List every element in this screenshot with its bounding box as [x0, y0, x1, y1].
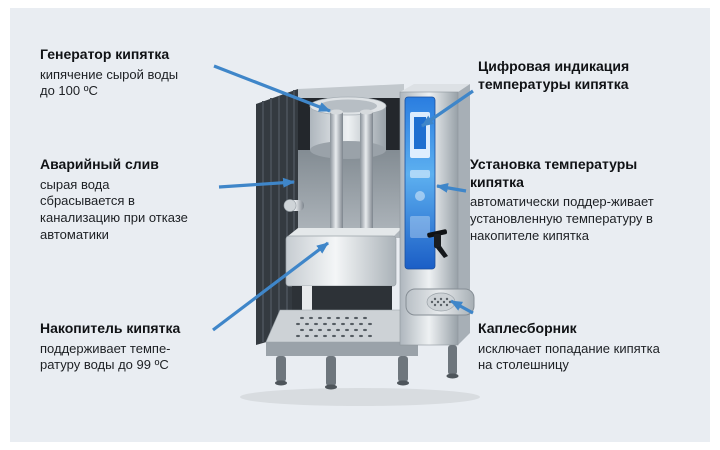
arrow-drip-tray — [450, 299, 474, 315]
annotation-generator-body: кипячение сырой воды до 100 ºС — [40, 66, 179, 99]
annotation-generator: Генератор кипятка кипячение сырой воды д… — [40, 46, 230, 100]
arrow-accumulator — [212, 241, 329, 332]
annotation-temp-setting-body: автоматически поддер-живает установленну… — [470, 194, 654, 243]
tap — [427, 229, 448, 258]
base — [265, 309, 419, 356]
panel-badge — [410, 216, 430, 238]
annotation-display: Цифровая индикация температуры кипятка — [478, 58, 688, 93]
annotation-drip-tray: Каплесборник исключает попадание кипятка… — [478, 320, 688, 374]
drip-tray — [405, 288, 475, 316]
arrow-temp-setting — [436, 182, 467, 193]
annotation-temp-setting: Установка температуры кипятка автоматиче… — [470, 156, 680, 245]
annotation-drain: Аварийный слив сырая вода сбрасывается в… — [40, 156, 230, 244]
boiler-machine — [256, 84, 475, 390]
arrow-generator — [213, 64, 331, 113]
annotation-accumulator-body: поддерживает темпе- ратуру воды до 99 ºС — [40, 340, 171, 373]
arrow-display — [421, 89, 474, 128]
perforations — [296, 316, 372, 338]
legs — [275, 356, 409, 390]
callout-arrows — [212, 64, 474, 332]
pipes — [283, 109, 373, 234]
arrow-drain — [218, 177, 295, 189]
annotation-display-title: Цифровая индикация температуры кипятка — [478, 58, 630, 92]
annotation-accumulator: Накопитель кипятка поддерживает темпе- р… — [40, 320, 230, 374]
panel-label — [410, 170, 430, 178]
accumulator-tank — [285, 228, 402, 287]
floor-shadow — [240, 388, 480, 406]
temperature-bar-icon — [414, 117, 426, 149]
annotation-temp-setting-title: Установка температуры кипятка — [470, 156, 638, 190]
annotation-generator-title: Генератор кипятка — [40, 46, 170, 62]
panel-knob — [415, 191, 425, 201]
annotation-drain-title: Аварийный слив — [40, 156, 159, 172]
annotation-drain-body: сырая вода сбрасывается в канализацию пр… — [40, 176, 188, 243]
annotation-drip-tray-title: Каплесборник — [478, 320, 577, 336]
mid-panel — [298, 150, 400, 238]
annotation-drip-tray-body: исключает попадание кипятка на столешниц… — [478, 340, 660, 373]
control-panel — [404, 96, 436, 270]
left-side-panel — [256, 89, 298, 345]
drain-pipe — [302, 286, 312, 310]
annotation-accumulator-title: Накопитель кипятка — [40, 320, 181, 336]
